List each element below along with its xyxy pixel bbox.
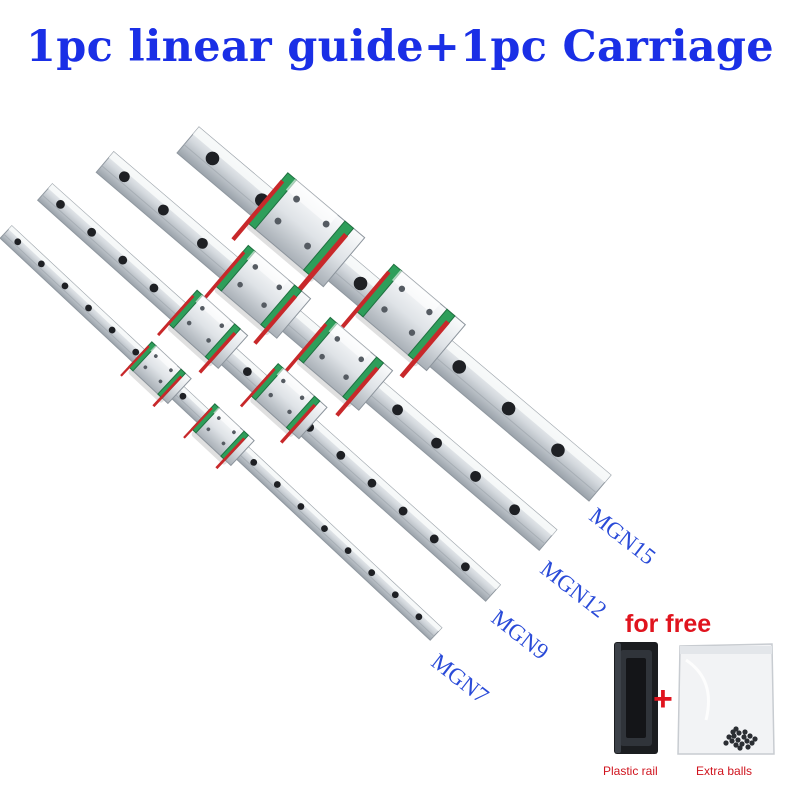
mounting-hole bbox=[336, 450, 346, 460]
mounting-hole bbox=[367, 478, 377, 488]
steel-ball bbox=[739, 741, 745, 747]
steel-ball bbox=[733, 742, 739, 748]
carriage-block bbox=[284, 316, 394, 417]
steel-ball bbox=[752, 736, 758, 742]
steel-ball bbox=[742, 729, 748, 735]
carriage-block bbox=[239, 362, 328, 444]
steel-ball bbox=[745, 744, 751, 750]
mounting-hole bbox=[415, 613, 423, 621]
steel-ball bbox=[733, 726, 739, 732]
plus-sign: + bbox=[653, 680, 673, 718]
steel-ball bbox=[744, 738, 750, 744]
mounting-hole bbox=[205, 151, 220, 166]
mounting-hole bbox=[87, 227, 97, 237]
mounting-hole bbox=[149, 283, 159, 293]
mounting-hole bbox=[108, 326, 116, 334]
mounting-hole bbox=[460, 562, 470, 572]
mounting-hole bbox=[501, 401, 516, 416]
mounting-hole bbox=[37, 260, 45, 268]
mounting-hole bbox=[273, 481, 281, 488]
plastic-rail-caption: Plastic rail bbox=[603, 764, 658, 778]
mounting-hole bbox=[297, 503, 305, 510]
mounting-hole bbox=[509, 504, 521, 516]
mounting-hole bbox=[368, 569, 376, 577]
for-free-heading: for free bbox=[625, 610, 712, 638]
mounting-hole bbox=[14, 238, 22, 246]
mounting-hole bbox=[321, 525, 328, 532]
mounting-hole bbox=[391, 591, 399, 599]
page-title: 1pc linear guide+1pc Carriage bbox=[26, 22, 774, 72]
steel-ball bbox=[731, 733, 737, 739]
mounting-hole bbox=[551, 443, 565, 458]
steel-ball bbox=[726, 734, 732, 740]
extra-balls-bag-icon bbox=[677, 643, 775, 755]
steel-ball bbox=[749, 740, 755, 746]
plastic-rail-icon bbox=[614, 642, 658, 754]
mounting-hole bbox=[85, 304, 92, 312]
steel-ball bbox=[737, 745, 743, 751]
steel-ball bbox=[736, 730, 742, 736]
mounting-hole bbox=[353, 276, 368, 291]
mounting-hole bbox=[452, 360, 467, 374]
mounting-hole bbox=[132, 348, 140, 356]
steel-ball bbox=[747, 733, 753, 739]
steel-ball bbox=[729, 738, 735, 744]
mounting-hole bbox=[470, 471, 481, 482]
carriage-block bbox=[157, 289, 249, 374]
mounting-hole bbox=[392, 404, 403, 416]
mounting-hole bbox=[157, 204, 169, 216]
extra-balls-caption: Extra balls bbox=[696, 764, 753, 778]
mounting-hole bbox=[250, 459, 258, 466]
mounting-hole bbox=[179, 392, 187, 400]
mounting-hole bbox=[197, 237, 208, 249]
mounting-hole bbox=[242, 367, 252, 377]
carriage-block bbox=[120, 341, 192, 408]
mounting-hole bbox=[431, 437, 442, 449]
mounting-hole bbox=[61, 282, 69, 290]
carriage-block bbox=[340, 263, 467, 379]
mounting-hole bbox=[118, 255, 128, 265]
carriage-block bbox=[231, 172, 366, 295]
mounting-hole bbox=[398, 506, 408, 516]
steel-ball bbox=[723, 740, 729, 746]
steel-ball bbox=[735, 737, 741, 743]
carriage-block bbox=[183, 403, 255, 470]
mounting-hole bbox=[429, 534, 439, 544]
mounting-hole bbox=[344, 547, 352, 555]
mounting-hole bbox=[118, 171, 130, 183]
steel-ball bbox=[741, 734, 747, 740]
carriage-block bbox=[202, 244, 312, 345]
mounting-hole bbox=[56, 199, 65, 209]
